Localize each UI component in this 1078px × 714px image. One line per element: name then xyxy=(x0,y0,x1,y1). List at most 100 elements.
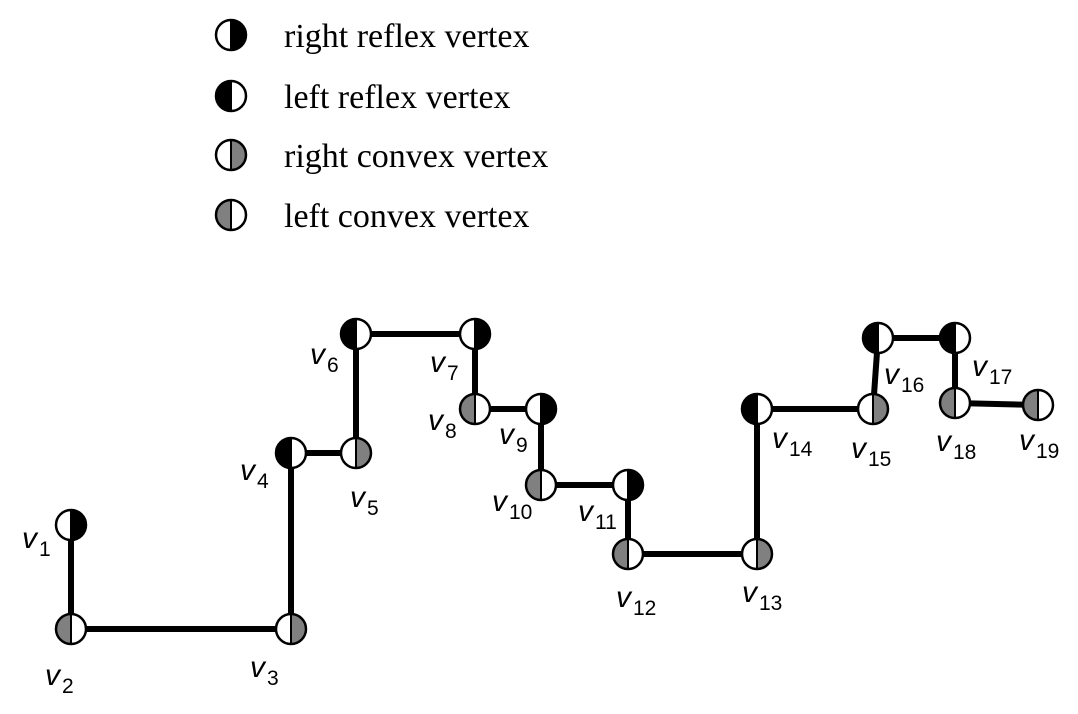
legend-label-right-reflex: right reflex vertex xyxy=(284,18,529,55)
left-half xyxy=(460,319,475,349)
left-half xyxy=(216,81,231,111)
left-half xyxy=(613,470,628,500)
vertex-label-v9: v9 xyxy=(499,418,528,457)
vertex-letter: v xyxy=(45,659,62,692)
vertex-v4-left-reflex-icon xyxy=(274,436,308,470)
right-half xyxy=(757,539,772,569)
vertex-label-v16: v16 xyxy=(884,358,924,397)
legend-label-left-convex: left convex vertex xyxy=(284,198,529,235)
vertex-letter: v xyxy=(616,581,633,614)
right-half xyxy=(955,323,970,353)
vertex-label-v7: v7 xyxy=(430,346,459,385)
vertex-label-v17: v17 xyxy=(972,350,1012,389)
vertex-label-v3: v3 xyxy=(250,651,279,690)
left-half xyxy=(742,394,757,424)
vertex-subscript: 7 xyxy=(447,362,459,385)
right-half xyxy=(231,200,246,230)
left-half xyxy=(341,438,356,468)
right-reflex-icon xyxy=(214,18,248,52)
vertex-v18-left-convex-icon xyxy=(938,386,972,420)
vertex-subscript: 4 xyxy=(257,470,269,493)
vertex-subscript: 10 xyxy=(509,501,532,524)
vertex-letter: v xyxy=(250,651,267,684)
legend-item-left-reflex: left reflex vertex xyxy=(214,79,511,116)
right-half xyxy=(1038,390,1053,420)
vertex-subscript: 14 xyxy=(789,438,813,461)
left-half xyxy=(858,394,873,424)
vertex-letter: v xyxy=(240,454,257,487)
vertex-letter: v xyxy=(851,432,868,465)
vertex-label-v10: v10 xyxy=(492,485,532,524)
vertex-subscript: 3 xyxy=(267,667,279,690)
vertex-v6-left-reflex-icon xyxy=(339,317,373,351)
vertex-subscript: 6 xyxy=(327,354,339,377)
legend-label-right-convex: right convex vertex xyxy=(284,138,548,175)
vertex-v11-right-reflex-icon xyxy=(611,468,645,502)
left-half xyxy=(341,319,356,349)
right-half xyxy=(231,140,246,170)
left-half xyxy=(1023,390,1038,420)
right-half xyxy=(71,614,86,644)
vertex-label-v8: v8 xyxy=(428,404,457,443)
vertex-subscript: 5 xyxy=(367,497,379,520)
vertex-letter: v xyxy=(350,481,367,514)
vertex-letter: v xyxy=(578,495,595,528)
vertex-v5-right-convex-icon xyxy=(339,436,373,470)
vertex-subscript: 19 xyxy=(1036,440,1059,463)
vertex-v9-right-reflex-icon xyxy=(524,392,558,426)
vertex-subscript: 2 xyxy=(62,675,74,698)
vertex-label-v5: v5 xyxy=(350,481,379,520)
vertex-subscript: 9 xyxy=(516,434,528,457)
vertex-label-v1: v1 xyxy=(22,522,51,561)
vertex-label-v15: v15 xyxy=(851,432,891,471)
right-half xyxy=(955,388,970,418)
vertex-subscript: 1 xyxy=(39,538,51,561)
vertex-v12-left-convex-icon xyxy=(611,537,645,571)
legend: right reflex vertex left reflex vertex rig… xyxy=(214,18,548,235)
vertex-v3-right-convex-icon xyxy=(274,612,308,646)
right-convex-icon xyxy=(214,138,248,172)
right-half xyxy=(873,394,888,424)
vertex-label-v18: v18 xyxy=(936,425,976,464)
vertex-label-v14: v14 xyxy=(772,422,813,461)
legend-item-right-reflex: right reflex vertex xyxy=(214,18,529,55)
left-half xyxy=(216,20,231,50)
left-half xyxy=(863,323,878,353)
vertex-v19-left-convex-icon xyxy=(1021,388,1055,422)
vertex-subscript: 15 xyxy=(868,448,891,471)
legend-item-left-convex: left convex vertex xyxy=(214,198,529,235)
vertex-v14-left-reflex-icon xyxy=(740,392,774,426)
vertex-label-v6: v6 xyxy=(310,338,339,377)
vertex-subscript: 17 xyxy=(989,366,1012,389)
left-half xyxy=(276,614,291,644)
right-half xyxy=(356,438,371,468)
right-half xyxy=(291,614,306,644)
right-half xyxy=(356,319,371,349)
vertex-subscript: 12 xyxy=(633,597,656,620)
vertex-v16-left-reflex-icon xyxy=(861,321,895,355)
legend-label-left-reflex: left reflex vertex xyxy=(284,79,511,116)
left-half xyxy=(56,614,71,644)
right-half xyxy=(231,20,246,50)
vertex-v1-right-reflex-icon xyxy=(54,508,88,542)
right-half xyxy=(878,323,893,353)
vertex-letter: v xyxy=(22,522,39,555)
right-half xyxy=(475,394,490,424)
vertex-letter: v xyxy=(499,418,516,451)
vertex-letter: v xyxy=(428,404,445,437)
right-half xyxy=(628,539,643,569)
vertex-v10-left-convex-icon xyxy=(524,468,558,502)
left-half xyxy=(526,470,541,500)
left-reflex-icon xyxy=(214,79,248,113)
vertex-letter: v xyxy=(1019,424,1036,457)
vertex-letter: v xyxy=(936,425,953,458)
vertex-v8-left-convex-icon xyxy=(458,392,492,426)
left-half xyxy=(940,323,955,353)
vertex-subscript: 18 xyxy=(953,441,976,464)
vertex-label-v12: v12 xyxy=(616,581,656,620)
right-half xyxy=(628,470,643,500)
vertex-label-v2: v2 xyxy=(45,659,74,698)
vertex-subscript: 13 xyxy=(759,592,782,615)
